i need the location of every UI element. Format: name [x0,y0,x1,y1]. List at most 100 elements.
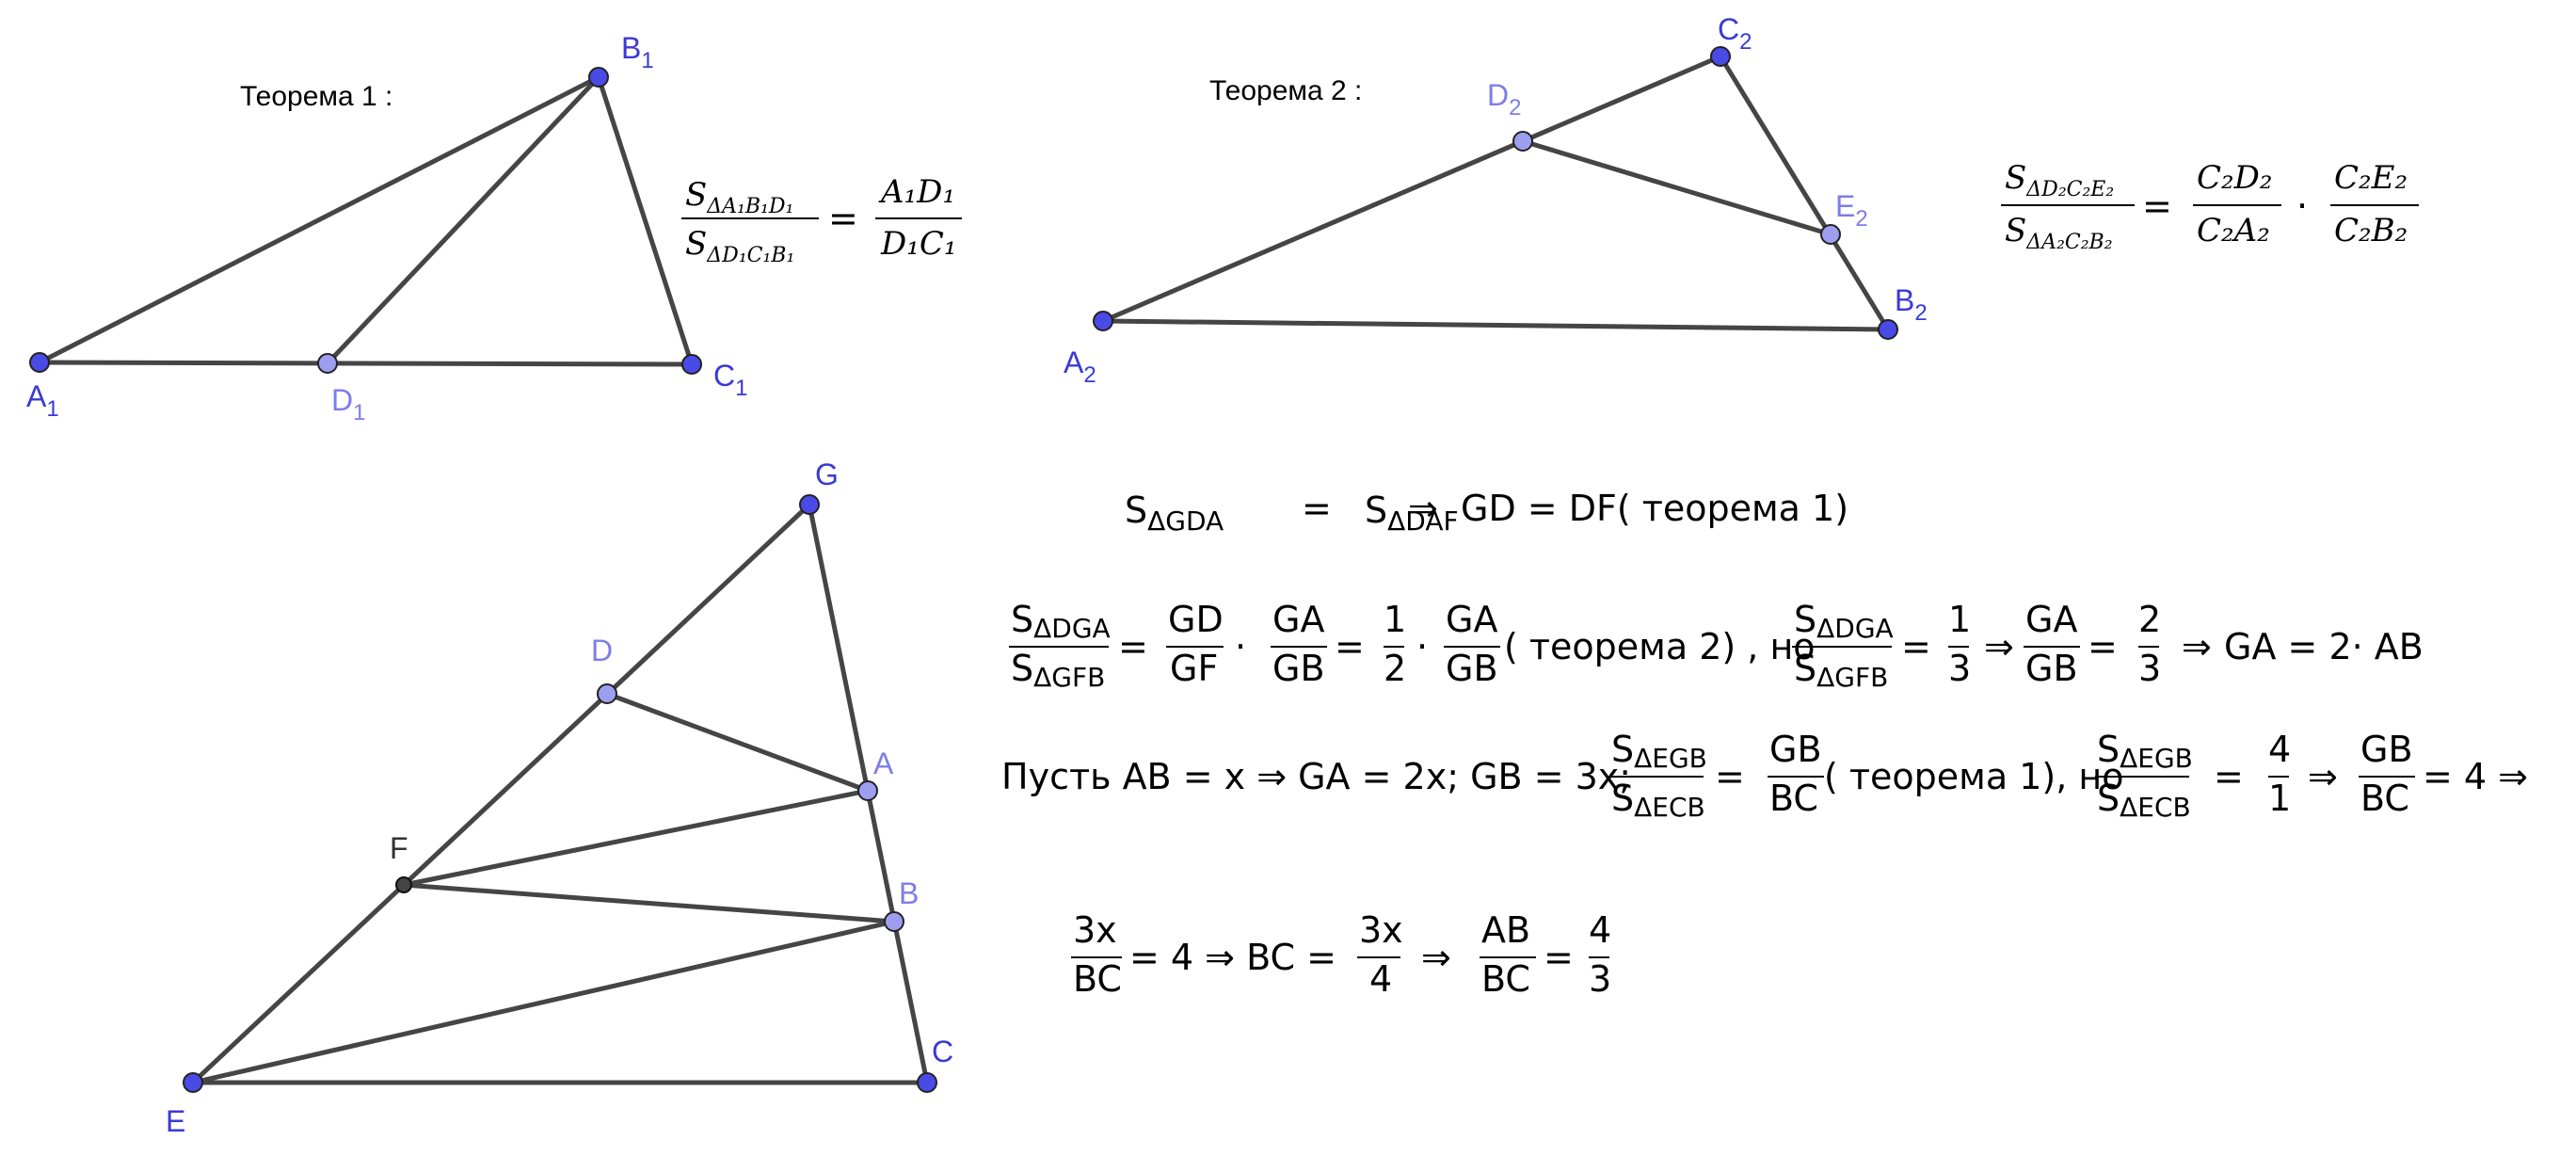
t1-rhs-numerator: A₁D₁ [878,173,955,211]
segment-c2b2 [1718,55,1891,331]
segment-da [606,691,869,794]
l3-f5-denominator: BC [2360,778,2409,819]
t2-f1-denominator: C₂A₂ [2197,212,2270,249]
l2-f6-denominator: SΔGFB [1794,648,1888,693]
label-e2: E2 [1835,189,1868,232]
theorem2-formula: SΔD₂C₂E₂ SΔA₂C₂B₂ = C₂D₂ C₂A₂ · C₂E₂ C₂B… [2001,159,2419,254]
label-d: D [591,634,613,667]
label-f: F [390,831,408,865]
point-e[interactable] [183,1072,203,1093]
segment-a1c1 [39,360,693,367]
point-a[interactable] [857,780,878,801]
l2-f4-denominator: 2 [1384,648,1406,689]
l4-eq: = [1544,937,1574,978]
l2-implies1: ⇒ [1984,626,2014,667]
point-e2[interactable] [1820,224,1841,245]
point-b2[interactable] [1878,319,1898,340]
l2-dot1: · [1235,626,1246,667]
l3-f1-denominator: SΔECB [1611,778,1705,823]
point-c1[interactable] [681,354,702,375]
l4-implies: ⇒ [1421,937,1451,978]
theorem1-formula: SΔA₁B₁D₁ SΔD₁C₁B₁ = A₁D₁ D₁C₁ [681,173,962,267]
label-b1: B1 [621,31,654,73]
t1-rhs-denominator: D₁C₁ [880,225,957,263]
point-f[interactable] [395,876,412,893]
l4-f3-denominator: BC [1481,958,1530,1000]
segment-a1b1 [38,74,600,365]
l2-implies2: ⇒ [2182,626,2212,667]
l3-f5-numerator: GB [2360,729,2413,770]
l2-f4-numerator: 1 [1384,599,1406,640]
l2-eq4: = [2088,626,2118,667]
main-figure: G D A F B E C [166,458,953,1138]
point-b1[interactable] [588,67,609,88]
point-a1[interactable] [29,352,50,373]
l2-dot2: · [1416,626,1428,667]
solution-line-3: Пусть AB = x ⇒ GA = 2x; GB = 3x; SΔEGB S… [1001,729,2528,823]
t2-f2-denominator: C₂B₂ [2334,212,2408,249]
l3-f3-denominator: SΔECB [2097,778,2191,823]
l3-rest: = 4 ⇒ [2423,756,2528,797]
solution-line-1: SΔGDA = SΔDAF ⇒ GD = DF( теорема 1) [1125,488,1848,537]
l2-eq1: = [1118,626,1148,667]
point-d[interactable] [597,683,617,704]
t2-lhs-numerator: SΔD₂C₂E₂ [2005,159,2114,201]
theorem1-points [29,67,702,375]
theorem1-segments [38,74,695,367]
label-g: G [815,458,839,491]
t2-f2-numerator: C₂E₂ [2334,159,2408,197]
theorem2-segments [1102,54,1891,332]
l3-lead: Пусть AB = x ⇒ GA = 2x; GB = 3x; [1001,756,1631,797]
l2-f2-numerator: GD [1168,599,1224,640]
l2-note: ( теорема 2) , но [1504,626,1816,667]
t2-lhs-denominator: SΔA₂C₂B₂ [2005,212,2113,254]
l1-implies: ⇒ [1408,488,1438,529]
main-segments [191,503,930,1085]
label-d2: D2 [1487,78,1521,120]
l4-f2-numerator: 3x [1359,909,1403,951]
l2-f9-numerator: 2 [2138,599,2161,640]
segment-a2c2 [1102,54,1721,324]
l2-f7-denominator: 3 [1948,648,1971,689]
point-d1[interactable] [317,353,338,374]
l2-f1-numerator: SΔDGA [1011,599,1111,644]
l3-f2-numerator: GB [1769,729,1822,770]
l3-f1-numerator: SΔEGB [1611,729,1707,774]
label-b: B [899,876,919,910]
theorem2-figure: Теорема 2 : A2 C2 B2 D2 E2 SΔD₂C₂E₂ SΔA₂… [1064,12,2419,388]
theorem2-points [1093,46,1898,340]
l3-f4-denominator: 1 [2268,778,2291,819]
point-b[interactable] [884,911,904,932]
point-a2[interactable] [1093,311,1113,331]
theorem1-title: Теорема 1 : [240,81,392,112]
l3-implies1: ⇒ [2308,756,2338,797]
segment-eb [192,919,895,1085]
l2-f8-numerator: GA [2025,599,2077,640]
point-c2[interactable] [1710,46,1731,67]
l4-mid: = 4 ⇒ BC = [1129,937,1336,978]
l2-f5-denominator: GB [1446,648,1498,689]
point-d2[interactable] [1512,131,1533,152]
point-g[interactable] [799,494,820,515]
l3-f2-denominator: BC [1769,778,1818,819]
l3-eq2: = [2214,756,2244,797]
theorem2-labels: A2 C2 B2 D2 E2 [1064,12,1928,388]
t2-f1-numerator: C₂D₂ [2197,159,2273,197]
label-c: C [932,1035,953,1068]
l4-f2-denominator: 4 [1369,958,1392,1000]
theorem1-figure: Теорема 1 : A1 B1 C1 D1 SΔA₁B₁D₁ SΔD₁C₁B… [26,31,962,425]
l3-note: ( теорема 1), но [1824,756,2123,797]
l2-f1-denominator: SΔGFB [1011,648,1105,693]
l2-rest: GA = 2· AB [2224,626,2424,667]
label-b2: B2 [1895,283,1928,326]
theorem2-title: Теорема 2 : [1209,75,1362,106]
t2-equals: = [2142,185,2172,227]
segment-a2b2 [1102,318,1889,332]
t1-lhs-denominator: SΔD₁C₁B₁ [685,225,794,267]
l2-f8-denominator: GB [2025,648,2078,689]
l3-f3-numerator: SΔEGB [2097,729,2193,774]
segment-d1b1 [326,75,600,365]
point-c[interactable] [917,1072,937,1093]
l4-f3-numerator: AB [1481,909,1530,951]
